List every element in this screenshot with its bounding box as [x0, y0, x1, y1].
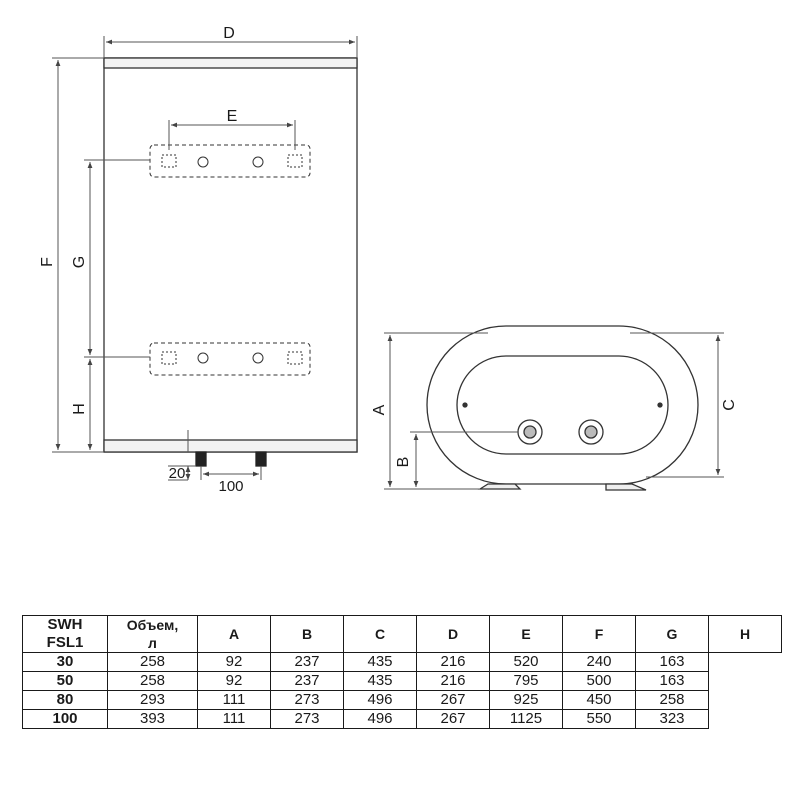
value-cell: 496	[343, 709, 417, 729]
table-row: 80 293 111 273 496 267 925 450 258	[22, 690, 782, 710]
dim-h	[84, 359, 104, 453]
dim-d	[103, 36, 358, 58]
pipe-outlet-left	[517, 419, 543, 445]
value-cell: 240	[562, 652, 636, 672]
heater-top-band	[103, 57, 358, 69]
label-b: B	[395, 457, 412, 468]
dim-100	[200, 466, 262, 480]
label-20: 20	[169, 465, 186, 482]
value-cell: 496	[343, 690, 417, 710]
value-cell: 435	[343, 671, 417, 691]
label-e: E	[227, 108, 238, 125]
spec-table: SWH FSL1 Объем, л A B C D E F G H 30 258…	[22, 615, 782, 729]
value-cell: 520	[489, 652, 563, 672]
col-header-d: D	[416, 615, 490, 653]
volume-header: Объем, л	[107, 615, 198, 653]
value-cell: 293	[107, 690, 198, 710]
value-cell: 237	[270, 671, 344, 691]
technical-drawing: D E F G H 20 100	[39, 25, 738, 495]
heater-bottom-band	[103, 439, 358, 453]
dim-b	[410, 431, 518, 487]
volume-cell: 30	[22, 652, 108, 672]
col-header-g: G	[635, 615, 709, 653]
label-g: G	[71, 256, 88, 268]
side-view	[384, 325, 724, 491]
value-cell: 500	[562, 671, 636, 691]
value-cell: 267	[416, 709, 490, 729]
dim-c	[630, 332, 724, 478]
value-cell: 216	[416, 652, 490, 672]
side-inner-outline	[456, 355, 669, 455]
value-cell: 273	[270, 709, 344, 729]
volume-cell: 50	[22, 671, 108, 691]
side-outer-outline	[426, 325, 699, 485]
col-header-c: C	[343, 615, 417, 653]
volume-cell: 80	[22, 690, 108, 710]
volume-cell: 100	[22, 709, 108, 729]
table-header-row: SWH FSL1 Объем, л A B C D E F G H	[22, 615, 782, 653]
value-cell: 258	[107, 652, 198, 672]
table-row: 100 393 111 273 496 267 1125 550 323	[22, 709, 782, 729]
model-cell: SWH FSL1	[22, 615, 108, 653]
value-cell: 92	[197, 671, 271, 691]
dim-g	[84, 159, 150, 358]
col-header-h: H	[708, 615, 782, 653]
side-foot	[477, 483, 647, 491]
col-header-b: B	[270, 615, 344, 653]
dim-e	[168, 120, 296, 150]
value-cell: 111	[197, 709, 271, 729]
spec-table-wrapper: SWH FSL1 Объем, л A B C D E F G H 30 258…	[22, 615, 782, 729]
label-100: 100	[218, 478, 243, 495]
value-cell: 237	[270, 652, 344, 672]
value-cell: 1125	[489, 709, 563, 729]
upper-mounting-bracket	[149, 144, 311, 178]
col-header-a: A	[197, 615, 271, 653]
value-cell: 163	[635, 671, 709, 691]
value-cell: 450	[562, 690, 636, 710]
pipe-outlet-right	[578, 419, 604, 445]
table-row: 50 258 92 237 435 216 795 500 163	[22, 671, 782, 691]
front-view	[52, 36, 358, 481]
col-header-f: F	[562, 615, 636, 653]
value-cell: 92	[197, 652, 271, 672]
value-cell: 258	[635, 690, 709, 710]
value-cell: 925	[489, 690, 563, 710]
lower-mounting-bracket	[149, 342, 311, 376]
value-cell: 216	[416, 671, 490, 691]
value-cell: 267	[416, 690, 490, 710]
value-cell: 323	[635, 709, 709, 729]
label-h: H	[71, 403, 88, 415]
dim-20	[168, 430, 196, 481]
value-cell: 273	[270, 690, 344, 710]
value-cell: 550	[562, 709, 636, 729]
label-c: C	[721, 399, 738, 411]
value-cell: 111	[197, 690, 271, 710]
water-pipes	[195, 451, 267, 467]
value-cell: 163	[635, 652, 709, 672]
value-cell: 393	[107, 709, 198, 729]
table-row: 30 258 92 237 435 216 520 240 163	[22, 652, 782, 672]
value-cell: 795	[489, 671, 563, 691]
label-f: F	[39, 257, 56, 267]
value-cell: 435	[343, 652, 417, 672]
dim-f	[52, 57, 104, 453]
col-header-e: E	[489, 615, 563, 653]
label-a: A	[371, 404, 388, 415]
value-cell: 258	[107, 671, 198, 691]
label-d: D	[223, 25, 235, 42]
dim-a	[384, 332, 488, 490]
